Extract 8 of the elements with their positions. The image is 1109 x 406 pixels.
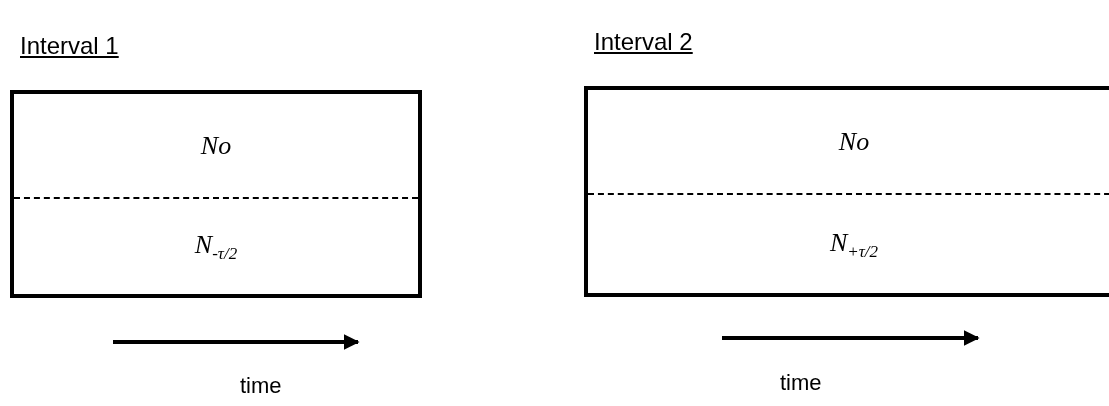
time-label: time [780, 370, 822, 396]
time-label: time [240, 373, 282, 399]
interval-heading: Interval 2 [594, 28, 693, 56]
interval-heading: Interval 1 [20, 32, 119, 60]
math-label: N$_{-τ/2}$ [194, 230, 238, 265]
math-label: No [200, 130, 232, 161]
math-label: N$_{+τ/2}$ [829, 227, 879, 263]
math-label: No [838, 126, 870, 157]
